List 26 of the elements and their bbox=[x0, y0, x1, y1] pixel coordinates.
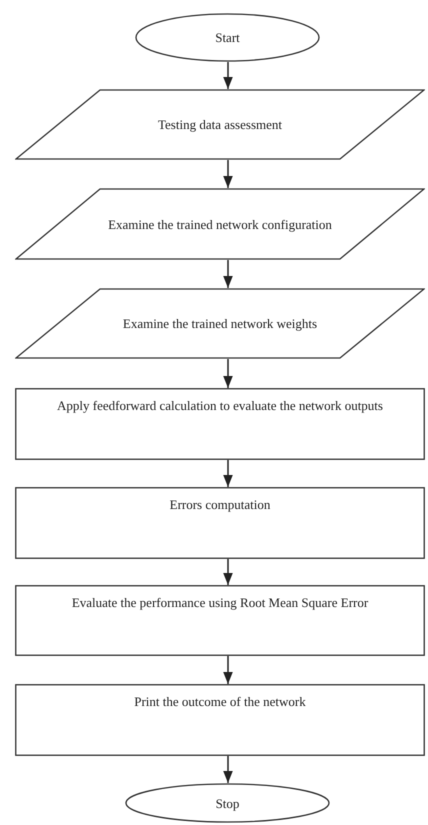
process-box bbox=[15, 487, 425, 559]
arrow bbox=[223, 260, 233, 288]
step-text: Stop bbox=[216, 796, 240, 810]
input-parallelogram bbox=[15, 188, 425, 260]
terminal-ellipse bbox=[135, 13, 320, 62]
arrow bbox=[223, 460, 233, 487]
arrow bbox=[223, 62, 233, 89]
arrow bbox=[223, 160, 233, 188]
step-text: Examine the trained network configuration bbox=[108, 216, 332, 232]
step-text: Evaluate the performance using Root Mean Square Error bbox=[72, 595, 368, 610]
step-text: Apply feedforward calculation to evaluate the network outputs bbox=[57, 398, 383, 413]
step-text: Testing data assessment bbox=[158, 117, 282, 132]
input-parallelogram bbox=[15, 288, 425, 359]
step-text: Start bbox=[215, 30, 240, 45]
arrow bbox=[223, 359, 233, 388]
step-text: Errors computation bbox=[170, 497, 270, 512]
process-box bbox=[15, 585, 425, 656]
arrow bbox=[223, 559, 233, 585]
arrow bbox=[223, 656, 233, 684]
input-parallelogram bbox=[15, 89, 425, 160]
arrow bbox=[223, 756, 233, 783]
step-text: Examine the trained network weights bbox=[122, 316, 318, 331]
process-box bbox=[15, 388, 425, 460]
terminal-ellipse bbox=[125, 783, 330, 823]
step-text: Print the outcome of the network bbox=[134, 694, 306, 709]
process-box bbox=[15, 684, 425, 756]
